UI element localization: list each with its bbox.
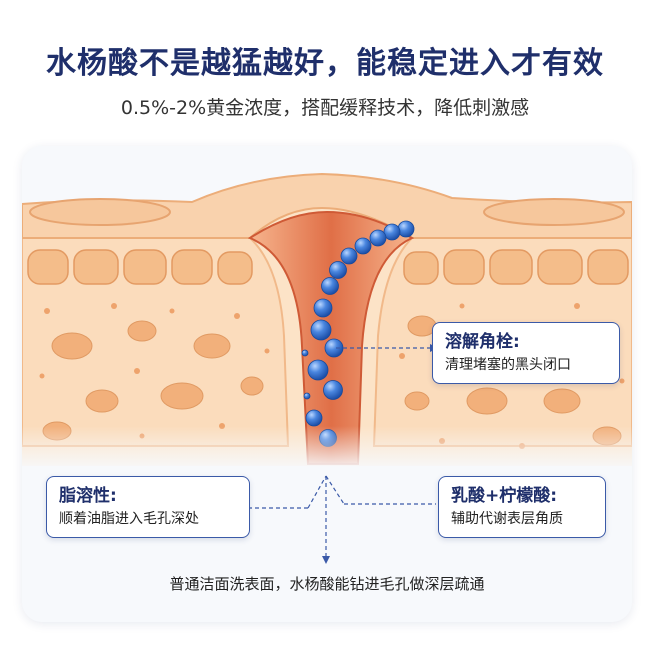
callout-acids-desc: 辅助代谢表层角质	[451, 511, 563, 527]
bottom-note: 普通洁面洗表面，水杨酸能钻进毛孔做深层疏通	[169, 575, 485, 593]
callout-acids-title: 乳酸+柠檬酸:	[451, 486, 558, 506]
left-tissue-block	[22, 237, 290, 447]
page-title: 水杨酸不是越猛越好，能稳定进入才有效	[46, 46, 604, 81]
callout-acids: 乳酸+柠檬酸: 辅助代谢表层角质	[438, 476, 606, 538]
callout-comedone: 溶解角栓: 清理堵塞的黑头闭口	[432, 322, 620, 384]
callout-lipid-title: 脂溶性:	[59, 486, 117, 506]
cell-row-left	[27, 249, 253, 285]
salicylic-acid-beads	[301, 220, 415, 447]
surface-plate-right	[483, 198, 625, 226]
callout-lipid-desc: 顺着油脂进入毛孔深处	[59, 511, 199, 527]
callout-comedone-title: 溶解角栓:	[445, 332, 520, 352]
pore-channel	[247, 210, 415, 465]
page-subtitle: 0.5%-2%黄金浓度，搭配缓释技术，降低刺激感	[120, 97, 530, 119]
diagram-card: 溶解角栓: 清理堵塞的黑头闭口 脂溶性: 顺着油脂进入毛孔深处 乳酸+柠檬酸: …	[22, 146, 632, 622]
skin-pore-diagram	[22, 172, 632, 564]
callout-lipid: 脂溶性: 顺着油脂进入毛孔深处	[46, 476, 250, 538]
surface-plate-left	[29, 198, 171, 226]
tissue-fade	[22, 426, 632, 471]
skin-surface-layer	[22, 172, 632, 239]
callout-connectors	[248, 347, 436, 556]
cell-row-right	[403, 249, 629, 285]
callout-comedone-desc: 清理堵塞的黑头闭口	[445, 357, 571, 373]
